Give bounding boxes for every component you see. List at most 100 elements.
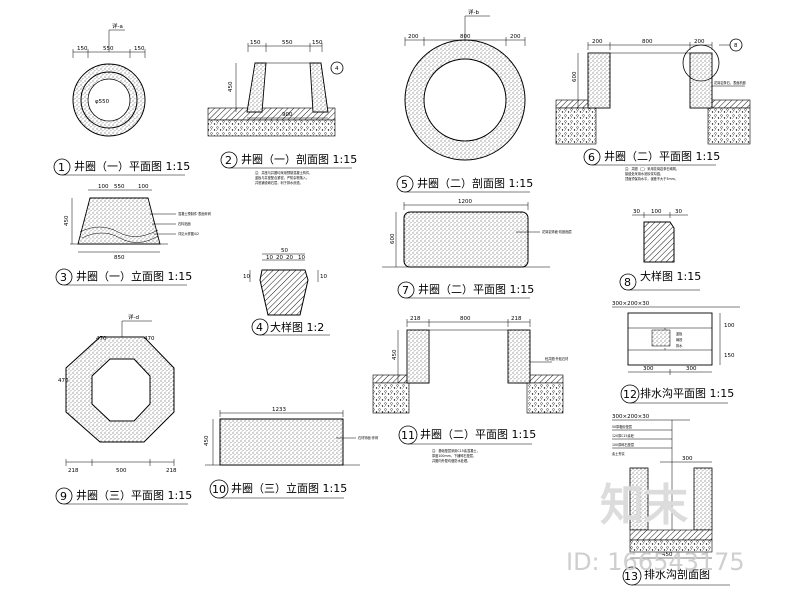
view-10-elevation: 1233 450 石材饰面·斧剁 [204, 407, 378, 466]
view-4-dim-e: 10 [298, 255, 305, 261]
view-6-height-dim: 600 [572, 71, 578, 82]
view-4-dim-c: 20 [276, 255, 283, 261]
view-7-callout-1: 花岗岩饰面·机刨面层 [542, 229, 572, 234]
view-9-number: 9 [60, 490, 67, 503]
view-6-dim-c: 200 [694, 39, 705, 45]
view-5-title-block: 5 井圈（二）剖面图 1:15 [396, 175, 533, 193]
view-1-dim-c: 150 [134, 46, 145, 52]
view-9-plan: 详-d 470 470 470 218 500 218 [58, 313, 177, 474]
view-6-ref-marker: 8 [734, 43, 738, 49]
view-3-number: 3 [60, 271, 67, 284]
view-2-title: 井圈（一）剖面图 1:15 [241, 152, 357, 166]
view-9-dim-c: 218 [166, 468, 177, 474]
view-7-plan: 1200 600 花岗岩饰面·机刨面层 [382, 199, 572, 268]
view-10-title: 井圈（三）立面图 1:15 [231, 481, 347, 495]
view-3-dim-a: 100 [98, 184, 109, 190]
view-9-dim-a: 218 [68, 468, 79, 474]
view-2-note-2: 盖板与井座配合紧密，严防杂物落入。 [255, 175, 309, 180]
view-4-dim-d: 20 [286, 255, 293, 261]
view-3-dim-c: 100 [138, 184, 149, 190]
view-7-number: 7 [402, 284, 409, 297]
view-5-title: 井圈（二）剖面图 1:15 [417, 176, 533, 190]
view-12-title: 排水沟平面图 1:15 [640, 386, 734, 400]
view-2-base-dim: 900 [282, 112, 293, 118]
view-4-title: 大样图 1:2 [270, 320, 324, 334]
view-2-dim-a: 150 [250, 40, 261, 46]
view-8-dim-c: 30 [675, 209, 682, 215]
view-4-side-dim-a: 10 [243, 274, 250, 280]
view-3-height-dim: 450 [64, 215, 70, 226]
view-9-dim-b: 500 [116, 468, 127, 474]
view-10-height-dim: 450 [204, 435, 210, 446]
view-1-number: 1 [58, 161, 65, 174]
view-4-dim-a: 50 [281, 248, 288, 254]
watermark: 知末 ID: 166543175 [566, 480, 745, 576]
view-11-height-dim: 450 [392, 349, 398, 360]
view-5-ref-label: 详-b [468, 8, 479, 16]
view-8-title-block: 8 大样图 1:15 [619, 269, 701, 291]
view-10-title-block: 10 井圈（三）立面图 1:15 [209, 479, 347, 499]
view-13-layer-2: 120厚C15素砼 [612, 433, 635, 438]
view-5-dim-c: 200 [510, 34, 521, 40]
view-3-dim-b: 550 [114, 184, 125, 190]
view-9-side-dim-b: 470 [144, 336, 155, 342]
view-11-number: 11 [401, 429, 415, 442]
view-6-note-2: 接缝处采用水泥砂浆勾缝， [625, 171, 663, 176]
view-12-number: 12 [623, 388, 637, 401]
view-4-detail: 50 10 20 20 10 10 10 [243, 248, 327, 316]
view-3-title-block: 3 井圈（一）立面图 1:15 [55, 268, 192, 286]
view-5-number: 5 [401, 178, 408, 191]
view-6-title: 井圈（二）平面图 1:15 [604, 149, 720, 163]
view-6-note-1: 注：井圈（二）采用花岗岩条石砌筑， [625, 166, 679, 171]
view-11-title-block: 11 井圈（二）平面图 1:15 [398, 425, 536, 445]
view-8-detail: 30 100 30 [632, 209, 688, 263]
view-13-spec: 300×200×30 [612, 414, 650, 420]
view-7-title: 井圈（二）平面图 1:15 [418, 282, 534, 296]
view-12-callout-3: 排水 [676, 343, 683, 348]
view-1-ref-label: 详-a [112, 22, 123, 30]
view-1-title: 井圈（一）平面图 1:15 [74, 159, 190, 173]
view-10-number: 10 [212, 483, 226, 496]
view-2-number: 2 [225, 154, 232, 167]
view-6-title-block: 6 井圈（二）平面图 1:15 [583, 148, 720, 166]
view-2-ref-marker: 4 [335, 66, 339, 72]
view-11-dim-b: 800 [460, 316, 471, 322]
view-8-title: 大样图 1:15 [640, 269, 701, 283]
view-12-dim-b: 300 [686, 366, 697, 372]
view-13-title-block: 13 排水沟剖面图 [622, 566, 730, 586]
view-2-section: 150 550 150 450 900 4 注：井座与井圈均采用预制混凝土构件，… [207, 40, 344, 185]
view-1-title-block: 1 井圈（一）平面图 1:15 [53, 158, 190, 176]
view-10-dim-a: 1233 [272, 407, 286, 413]
view-3-title: 井圈（一）立面图 1:15 [76, 269, 192, 283]
view-11-note-2: 厚度100mm，下铺碎石垫层， [432, 453, 476, 458]
view-11-title: 井圈（二）平面图 1:15 [420, 427, 536, 441]
view-8-dim-b: 100 [651, 209, 662, 215]
view-12-title-block: 12 排水沟平面图 1:15 [620, 384, 734, 404]
view-1-dim-a: 150 [77, 46, 88, 52]
view-5-section: 200 800 200 详-b [404, 8, 526, 161]
view-9-title-block: 9 井圈（三）平面图 1:15 [55, 487, 192, 505]
view-13-section: 300×200×30 50厚粗砂垫层 120厚C15素砼 100厚碎石垫层 素土… [612, 414, 713, 559]
view-2-note-3: 井底铺设砾石层，利于排水渗透。 [255, 180, 303, 185]
view-12-dim-a: 300 [643, 366, 654, 372]
view-12-plan: 300×200×30 盖板 铸铁 排水 300 300 100 150 [612, 301, 740, 375]
view-13-layer-4: 素土夯实 [612, 451, 625, 456]
view-6-number: 6 [588, 151, 595, 164]
view-13-title: 排水沟剖面图 [644, 567, 710, 581]
view-9-side-dim-a: 470 [96, 336, 107, 342]
view-2-note-1: 注：井座与井圈均采用预制混凝土构件， [255, 170, 312, 175]
view-13-number: 13 [624, 570, 638, 583]
view-12-side-dim-b: 150 [724, 353, 735, 359]
view-7-height-dim: 600 [390, 233, 396, 244]
view-12-side-dim-a: 100 [724, 323, 735, 329]
view-2-dim-c: 150 [312, 40, 323, 46]
view-2-dim-b: 550 [282, 40, 293, 46]
view-3-base-dim: 850 [114, 255, 125, 261]
view-1-inner-label: φ550 [95, 99, 110, 105]
view-8-dim-a: 30 [633, 209, 640, 215]
view-8-number: 8 [624, 276, 631, 289]
view-7-title-block: 7 井圈（二）平面图 1:15 [397, 281, 534, 299]
view-4-dim-b: 10 [266, 255, 273, 261]
view-3-elevation: 100 550 100 450 850 混凝土预制件·表面斧剁 石料贴面 详见大… [64, 184, 211, 261]
